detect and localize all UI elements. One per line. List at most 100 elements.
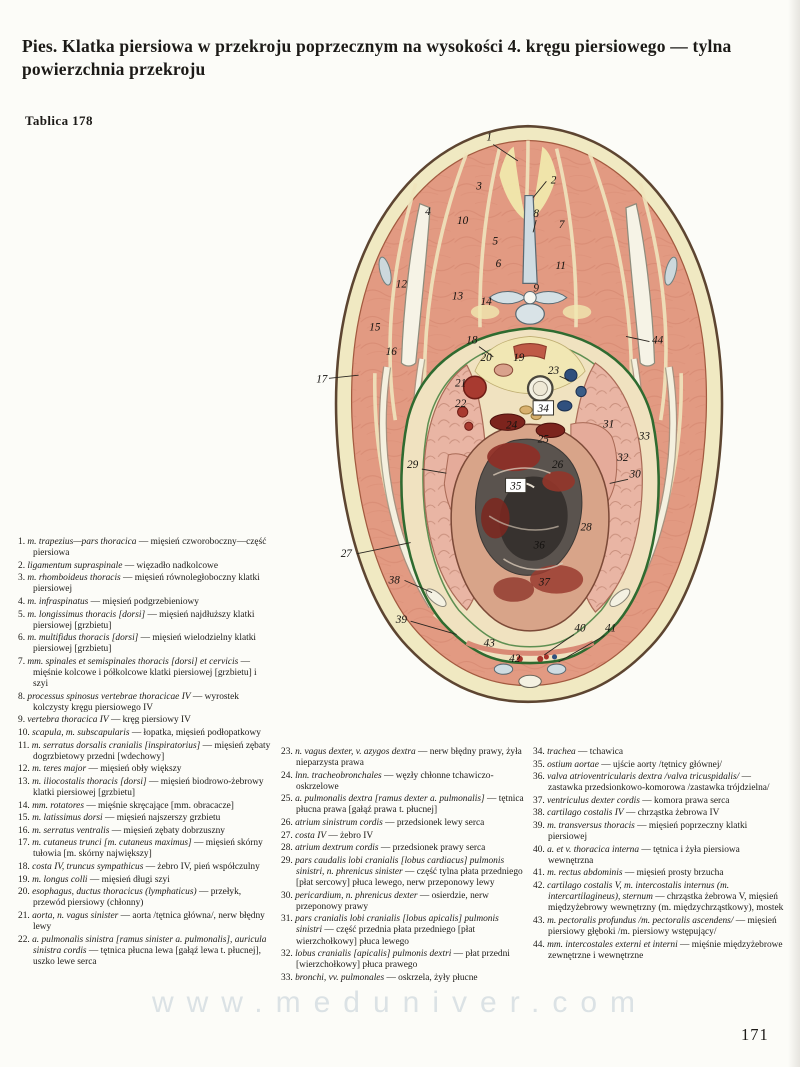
figure-label-1: 1 — [486, 131, 492, 143]
legend-item-19: 19. m. longus colli — mięsień długi szyi — [18, 874, 170, 885]
legend-item-number: 13. — [18, 776, 33, 787]
legend-item-44: 44. mm. intercostales externi et interni… — [533, 939, 783, 961]
legend-item-number: 23. — [281, 747, 296, 757]
legend-latin-term: valva atrioventricularis dextra /valva t… — [547, 772, 740, 783]
figure-label-24: 24 — [506, 419, 518, 431]
trachea — [526, 375, 554, 402]
figure-label-21: 21 — [455, 377, 466, 389]
legend-latin-term: esophagus, ductus thoracicus (lymphaticu… — [32, 887, 197, 898]
legend-latin-term: m. serratus ventralis — [32, 825, 110, 836]
legend-latin-term: pericardium, n. phrenicus dexter — [295, 890, 418, 901]
legend-item-number: 1. — [18, 537, 28, 547]
great-vessels — [457, 343, 587, 438]
label-box-34 — [532, 400, 555, 416]
legend-item-number: 36. — [533, 772, 548, 783]
figure-label-8: 8 — [533, 208, 539, 220]
legend-latin-term: costa IV, truncus sympathicus — [32, 862, 144, 873]
legend-latin-term: cartilago costalis IV — [547, 808, 624, 819]
legend-item-29: 29. pars caudalis lobi cranialis [lobus … — [281, 855, 523, 889]
legend-latin-term: a. pulmonalis sinistra [ramus sinister a… — [32, 934, 267, 956]
legend-item-number: 16. — [18, 825, 33, 836]
legend-latin-term: m. multifidus thoracis [dorsi] — [27, 633, 139, 644]
figure-label-43: 43 — [484, 638, 496, 650]
legend-item-number: 24. — [281, 770, 296, 781]
figure-label-30: 30 — [629, 468, 642, 480]
legend-latin-term: mm. rotatores — [32, 800, 84, 811]
leader-line-39 — [410, 620, 457, 635]
legend-item-number: 6. — [18, 633, 28, 644]
heart — [450, 423, 610, 632]
leader-line-23 — [559, 375, 570, 381]
leader-line-1 — [493, 144, 519, 162]
legend-column-1: 1. m. trapezius—pars thoracica — mięsień… — [18, 537, 272, 969]
figure-label-26: 26 — [552, 459, 564, 471]
figure-label-20: 20 — [481, 352, 493, 364]
legend-item-21: 21. aorta, n. vagus sinister — aorta /tę… — [18, 910, 265, 932]
legend-item-number: 30. — [281, 890, 296, 901]
legend-item-8: 8. processus spinosus vertebrae thoracic… — [18, 691, 239, 713]
legend-latin-term: ligamentum supraspinale — [27, 560, 123, 571]
figure-label-31: 31 — [602, 418, 614, 430]
legend-item-number: 42. — [533, 881, 548, 892]
legend-item-13: 13. m. iliocostalis thoracis [dorsi] — m… — [18, 776, 264, 798]
legend-latin-term: trachea — [547, 747, 576, 757]
legend-item-35: 35. ostium aortae — ujście aorty /tętnic… — [533, 759, 723, 770]
legend-item-number: 39. — [533, 821, 548, 832]
legend-item-20: 20. esophagus, ductus thoracicus (lympha… — [18, 887, 242, 909]
figure-label-19: 19 — [513, 352, 525, 364]
legend-item-28: 28. atrium dextrum cordis — przedsionek … — [281, 843, 486, 854]
figure-label-39: 39 — [395, 614, 408, 626]
figure-label-5: 5 — [493, 236, 499, 248]
legend-item-23: 23. n. vagus dexter, v. azygos dextra — … — [281, 747, 522, 769]
leader-line-2 — [532, 180, 547, 198]
legend-latin-term: m. pectoralis profundus /m. pectoralis a… — [547, 915, 734, 926]
figure-label-2: 2 — [551, 174, 557, 186]
legend-item-31: 31. pars cranialis lobi cranialis [lobus… — [281, 914, 499, 947]
legend-latin-term: lnn. tracheobronchales — [295, 770, 382, 781]
legend-column-2: 23. n. vagus dexter, v. azygos dextra — … — [281, 747, 526, 985]
legend-latin-term: atrium sinistrum cordis — [295, 818, 383, 829]
figure-label-38: 38 — [388, 574, 401, 586]
legend-item-40: 40. a. et v. thoracica interna — tętnica… — [533, 844, 740, 866]
legend-item-number: 44. — [533, 939, 548, 950]
legend-item-number: 25. — [281, 794, 296, 805]
legend-latin-term: pars cranialis lobi cranialis [lobus api… — [295, 914, 499, 936]
legend-item-number: 9. — [18, 715, 28, 726]
legend-item-number: 43. — [533, 915, 548, 926]
legend-item-9: 9. vertebra thoracica IV — kręg piersiow… — [18, 715, 191, 726]
legend-item-number: 28. — [281, 843, 296, 854]
legend-item-number: 10. — [18, 728, 33, 738]
legend-latin-term: cartilago costalis V, m. intercostalis i… — [547, 881, 730, 903]
legend-item-number: 19. — [18, 874, 33, 885]
legend-item-number: 2. — [18, 560, 28, 571]
legend-latin-term: processus spinosus vertebrae thoracicae … — [27, 691, 191, 702]
leader-line-38 — [404, 579, 433, 594]
legend-latin-term: m. teres major — [32, 764, 87, 775]
legend-item-number: 22. — [18, 934, 33, 945]
figure-label-34: 34 — [537, 403, 550, 415]
legend-item-2: 2. ligamentum supraspinale — więzadło na… — [18, 560, 218, 571]
legend-item-32: 32. lobus cranialis [apicalis] pulmonis … — [281, 949, 510, 971]
figure-label-6: 6 — [496, 258, 502, 270]
legend-item-number: 38. — [533, 808, 548, 819]
sternum — [425, 588, 631, 689]
legend-item-number: 40. — [533, 844, 548, 855]
figure-label-15: 15 — [369, 321, 381, 333]
figure-label-44: 44 — [652, 335, 664, 347]
page-number: 171 — [741, 1025, 769, 1044]
legend-item-27: 27. costa IV — żebro IV — [281, 830, 374, 841]
figure-label-10: 10 — [457, 215, 469, 227]
legend-latin-term: lobus cranialis [apicalis] pulmonis dext… — [295, 949, 452, 960]
legend-item-33: 33. bronchi, vv. pulmonales — oskrzela, … — [281, 972, 478, 983]
figure-label-7: 7 — [559, 219, 565, 231]
scapula-left — [378, 202, 431, 367]
legend-item-16: 16. m. serratus ventralis — mięsień zęba… — [18, 825, 225, 836]
legend-item-number: 32. — [281, 949, 296, 960]
legend-latin-term: bronchi, vv. pulmonales — [295, 972, 385, 983]
legend-item-12: 12. m. teres major — mięsień obły większ… — [18, 764, 182, 775]
legend-item-number: 3. — [18, 573, 28, 584]
legend-item-37: 37. ventriculus dexter cordis — komora p… — [533, 795, 730, 806]
